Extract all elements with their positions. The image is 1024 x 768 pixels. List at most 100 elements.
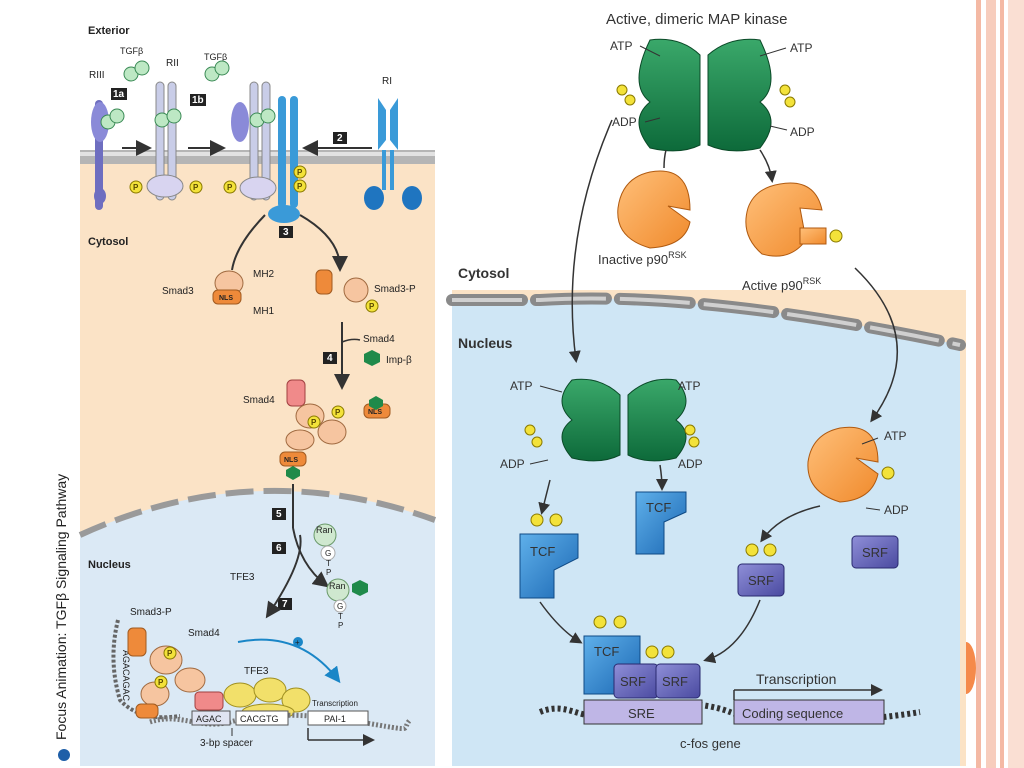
svg-text:P: P xyxy=(326,568,331,577)
step-1a: 1a xyxy=(111,88,127,100)
svg-text:ADP: ADP xyxy=(612,115,637,129)
arrow xyxy=(299,214,348,272)
step-2: 2 xyxy=(333,132,347,144)
smad3-p-protein xyxy=(315,269,369,303)
svg-text:P: P xyxy=(158,678,164,687)
step-5: 5 xyxy=(272,508,286,520)
transcription-label-small: Transcription xyxy=(312,699,358,708)
tcf-protein-phospho xyxy=(519,533,579,599)
phospho-site xyxy=(129,180,143,194)
phospho-site xyxy=(293,179,307,193)
step-6: 6 xyxy=(272,542,286,554)
ran-gtp-top xyxy=(313,523,337,561)
p90rsk-nuclear xyxy=(807,426,879,503)
svg-text:ATP: ATP xyxy=(884,429,906,443)
smad3p-bound xyxy=(127,627,147,657)
step-7: 7 xyxy=(278,598,292,610)
svg-text:P: P xyxy=(297,182,303,191)
receptor-complex xyxy=(231,81,300,223)
nls-label: NLS xyxy=(284,457,298,464)
imp-beta-hexagon xyxy=(364,350,380,366)
phospho-site xyxy=(163,646,177,660)
svg-text:P: P xyxy=(297,168,303,177)
svg-text:P: P xyxy=(369,302,375,311)
svg-text:SRF: SRF xyxy=(662,674,688,689)
srf-protein-phospho xyxy=(737,563,785,597)
riii-label: RIII xyxy=(89,70,105,81)
smad4-label-3: Smad4 xyxy=(188,628,220,639)
svg-text:T: T xyxy=(338,612,343,621)
svg-text:TCF: TCF xyxy=(646,500,671,515)
tgfb-label-2: TGFβ xyxy=(204,52,227,62)
smad3p-label: Smad3-P xyxy=(374,284,416,295)
p90rsk-active xyxy=(745,182,827,257)
kinase-translocation-arrow xyxy=(568,119,613,363)
dna-cacgtg: CACGTG xyxy=(240,714,279,724)
svg-text:ATP: ATP xyxy=(610,39,632,53)
phospho-site xyxy=(223,180,237,194)
svg-text:ATP: ATP xyxy=(790,41,812,55)
svg-text:SRF: SRF xyxy=(862,545,888,560)
svg-text:TCF: TCF xyxy=(530,544,555,559)
transcription-label: Transcription xyxy=(756,671,836,687)
map-cytosol-label: Cytosol xyxy=(458,265,509,281)
map-diagram: Active, dimeric MAP kinase Cytosol Nucle… xyxy=(446,8,966,766)
tgfb-ligand-1 xyxy=(100,60,150,130)
arrow xyxy=(231,214,266,271)
coding-sequence-label: Coding sequence xyxy=(742,706,843,721)
tgf-nuclear-envelope xyxy=(78,487,437,538)
svg-text:P: P xyxy=(311,418,317,427)
svg-text:ADP: ADP xyxy=(790,125,815,139)
receptor-ri xyxy=(364,98,422,210)
activation-arrow xyxy=(237,638,341,684)
p90rsk-active-label: Active p90RSK xyxy=(742,276,821,293)
p90rsk-inactive-label: Inactive p90RSK xyxy=(598,250,687,267)
tcf-protein-free xyxy=(635,491,687,555)
svg-text:ADP: ADP xyxy=(678,457,703,471)
cfos-gene-label: c-fos gene xyxy=(680,736,741,751)
svg-text:T: T xyxy=(326,559,331,568)
step-3: 3 xyxy=(279,226,293,238)
receptor-riii xyxy=(91,100,109,210)
svg-text:7: 7 xyxy=(282,599,288,610)
spacer-label: 3-bp spacer xyxy=(200,738,253,749)
smad3p-label-2: Smad3-P xyxy=(130,607,172,618)
map-kinase-title: Active, dimeric MAP kinase xyxy=(606,11,787,28)
smad3-protein xyxy=(212,270,244,305)
tcf-srf-complex xyxy=(583,635,701,699)
svg-text:P: P xyxy=(133,183,139,192)
map-nucleus-label: Nucleus xyxy=(458,335,513,351)
svg-text:ADP: ADP xyxy=(884,503,909,517)
p90rsk-inactive xyxy=(617,170,691,249)
svg-text:P: P xyxy=(335,408,341,417)
svg-text:P: P xyxy=(193,183,199,192)
ri-label: RI xyxy=(382,76,392,87)
ran-gtp-bottom xyxy=(326,578,368,613)
svg-text:G: G xyxy=(337,602,343,611)
exterior-label: Exterior xyxy=(88,25,130,37)
phospho-site xyxy=(829,229,843,243)
svg-text:Ran: Ran xyxy=(316,525,333,535)
svg-text:ATP: ATP xyxy=(510,379,532,393)
svg-text:1b: 1b xyxy=(192,95,204,106)
tgfb-ligand-2 xyxy=(204,60,230,82)
svg-text:SRE: SRE xyxy=(628,706,655,721)
svg-text:P: P xyxy=(227,183,233,192)
svg-text:ADP: ADP xyxy=(500,457,525,471)
nls-label: NLS xyxy=(368,409,382,416)
nucleus-label: Nucleus xyxy=(88,559,131,571)
phospho-site xyxy=(293,165,307,179)
svg-text:P: P xyxy=(167,649,173,658)
svg-text:2: 2 xyxy=(337,133,343,144)
mh2-label: MH2 xyxy=(253,269,275,280)
svg-text:SRF: SRF xyxy=(748,573,774,588)
svg-text:SRF: SRF xyxy=(620,674,646,689)
svg-text:ATP: ATP xyxy=(678,379,700,393)
right-border-stripes xyxy=(968,0,1024,768)
map-kinase-dimer-nucleus xyxy=(561,378,687,462)
smad3-label: Smad3 xyxy=(162,286,194,297)
tgfb-label-1: TGFβ xyxy=(120,46,143,56)
smad4-label-1: Smad4 xyxy=(363,334,395,345)
svg-text:G: G xyxy=(325,549,331,558)
